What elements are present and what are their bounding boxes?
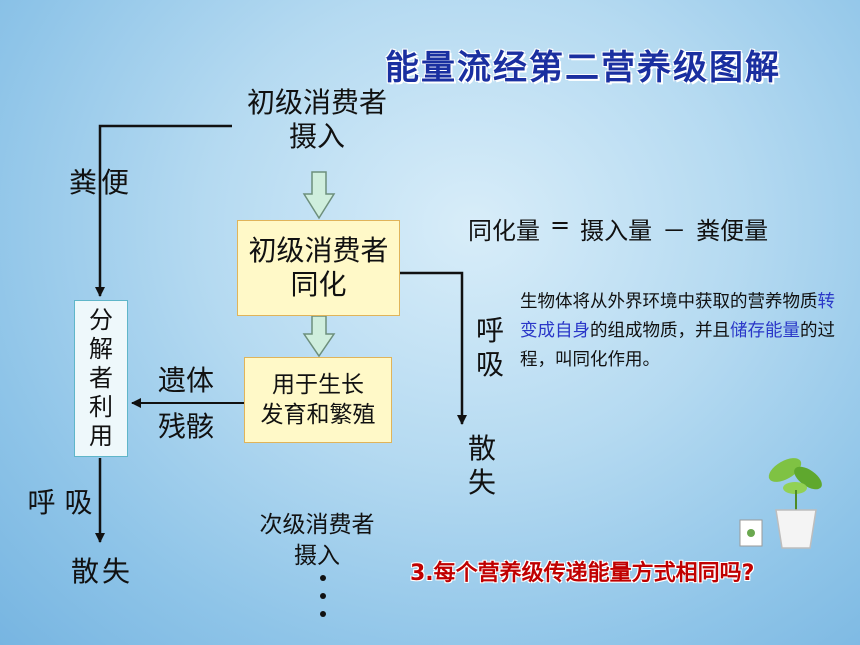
- question-text: 3.每个营养级传递能量方式相同吗?: [410, 561, 755, 586]
- feces-label: 粪便: [68, 166, 133, 199]
- hollow-down-arrow-icon: [302, 315, 336, 358]
- potted-plant-icon: [739, 458, 822, 549]
- lost-label-left: 散失: [70, 555, 133, 588]
- secondary-consumer-intake: 次级消费者 摄入: [259, 512, 375, 569]
- respiration-label-right: 呼 吸: [475, 314, 504, 381]
- respiration-label-left: 呼 吸: [27, 486, 93, 519]
- dot: [320, 611, 326, 617]
- assimilation-formula: 同化量 = 摄入量 － 粪便量: [468, 211, 769, 245]
- remains-label: 遗体 残骸: [157, 364, 214, 443]
- decomposer-box: 分 解 者 利 用: [74, 300, 128, 457]
- feces-arrow: [95, 124, 232, 297]
- respiration-arrow-right: [400, 271, 467, 425]
- page-title: 能量流经第二营养级图解: [385, 48, 781, 88]
- growth-reproduction-box: 用于生长 发育和繁殖: [244, 357, 392, 443]
- dot: [320, 593, 326, 599]
- lost-label-right: 散 失: [467, 432, 496, 499]
- hollow-down-arrow-icon: [302, 171, 336, 220]
- assimilation-definition: 生物体将从外界环境中获取的营养物质转变成自身的组成物质，并且储存能量的过程，叫同…: [520, 292, 835, 370]
- primary-consumer-assimilation-box: 初级消费者 同化: [237, 220, 400, 316]
- primary-consumer-intake: 初级消费者 摄入: [246, 86, 387, 153]
- continuation-dots: [320, 575, 326, 617]
- dot: [320, 575, 326, 581]
